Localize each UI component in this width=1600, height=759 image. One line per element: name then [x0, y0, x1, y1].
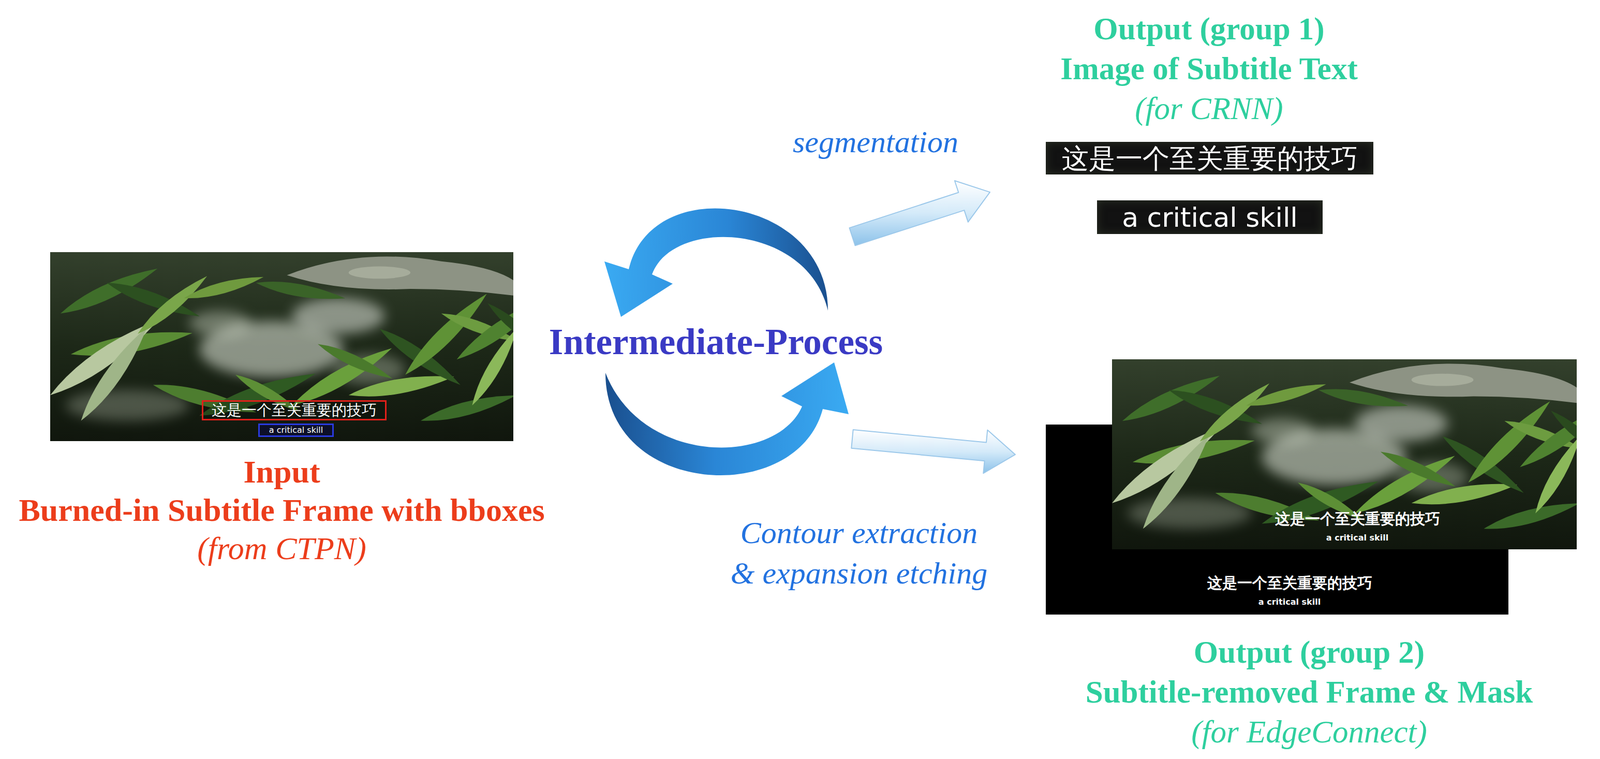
target-label: (for CRNN) [989, 88, 1429, 129]
process-label: Intermediate-Process [424, 319, 1008, 364]
heading-label: Output (group 1) [989, 8, 1429, 49]
subtitle-bbox: 这是一个至关重要的技巧 [201, 400, 387, 421]
edge-label: Contour extraction & expansion etching [728, 512, 991, 594]
caption-label: Burned-in Subtitle Frame with bboxes [0, 490, 566, 529]
text-stack: a critical skill [1097, 200, 1323, 234]
text-stack: 这是一个至关重要的技巧 [1045, 141, 1374, 175]
subtitle-text: a critical skill [1202, 528, 1513, 547]
cycle-arrow-bottom [605, 362, 849, 476]
caption-label: Subtitle-removed Frame & Mask [1022, 671, 1596, 712]
text-stack: 这是一个至关重要的技巧 [203, 401, 385, 419]
text-stack: Output (group 1)Image of Subtitle Text(f… [989, 8, 1429, 129]
text-stack: InputBurned-in Subtitle Frame with bboxe… [0, 452, 566, 568]
removed-frame: 这是一个至关重要的技巧a critical skill [1112, 359, 1577, 550]
subtitle-text: 这是一个至关重要的技巧 [1134, 572, 1445, 593]
subtitle-text: 这是一个至关重要的技巧 [1061, 142, 1358, 174]
heading-label: Input [0, 452, 566, 491]
photo-content [50, 252, 514, 441]
photo-content [1112, 359, 1577, 550]
process-node: Intermediate-Process [579, 206, 853, 479]
text-strip: 这是一个至关重要的技巧 [1045, 141, 1374, 175]
block-arrow [849, 180, 991, 246]
text-stack: a critical skill [259, 424, 333, 436]
text-stack: 这是一个至关重要的技巧a critical skill [1202, 508, 1513, 547]
subtitle-text: a critical skill [1134, 592, 1445, 612]
text-strip: a critical skill [1097, 200, 1323, 234]
source-label: (from CTPN) [0, 528, 566, 568]
edge-label: segmentation [744, 121, 1007, 162]
heading-label: Output (group 2) [1022, 631, 1596, 672]
output-group: Output (group 1)Image of Subtitle Text(f… [989, 5, 1429, 244]
text-stack: Output (group 2)Subtitle-removed Frame &… [1022, 631, 1596, 752]
subtitle-text: a critical skill [269, 424, 324, 436]
text-stack: 这是一个至关重要的技巧a critical skill [1134, 572, 1445, 612]
subtitle-bbox: a critical skill [258, 423, 334, 437]
input-frame: InputBurned-in Subtitle Frame with bboxe… [50, 252, 514, 441]
cycle-arrow-top [604, 208, 828, 317]
subtitle-text: a critical skill [1121, 201, 1298, 233]
caption-label: Image of Subtitle Text [989, 48, 1429, 89]
text-stack: Intermediate-Process [424, 319, 1008, 364]
block-arrow [851, 429, 1016, 473]
target-label: (for EdgeConnect) [1022, 711, 1596, 752]
output-group: Output (group 2)Subtitle-removed Frame &… [1015, 351, 1589, 751]
subtitle-text: 这是一个至关重要的技巧 [211, 401, 377, 419]
subtitle-text: 这是一个至关重要的技巧 [1202, 508, 1513, 529]
